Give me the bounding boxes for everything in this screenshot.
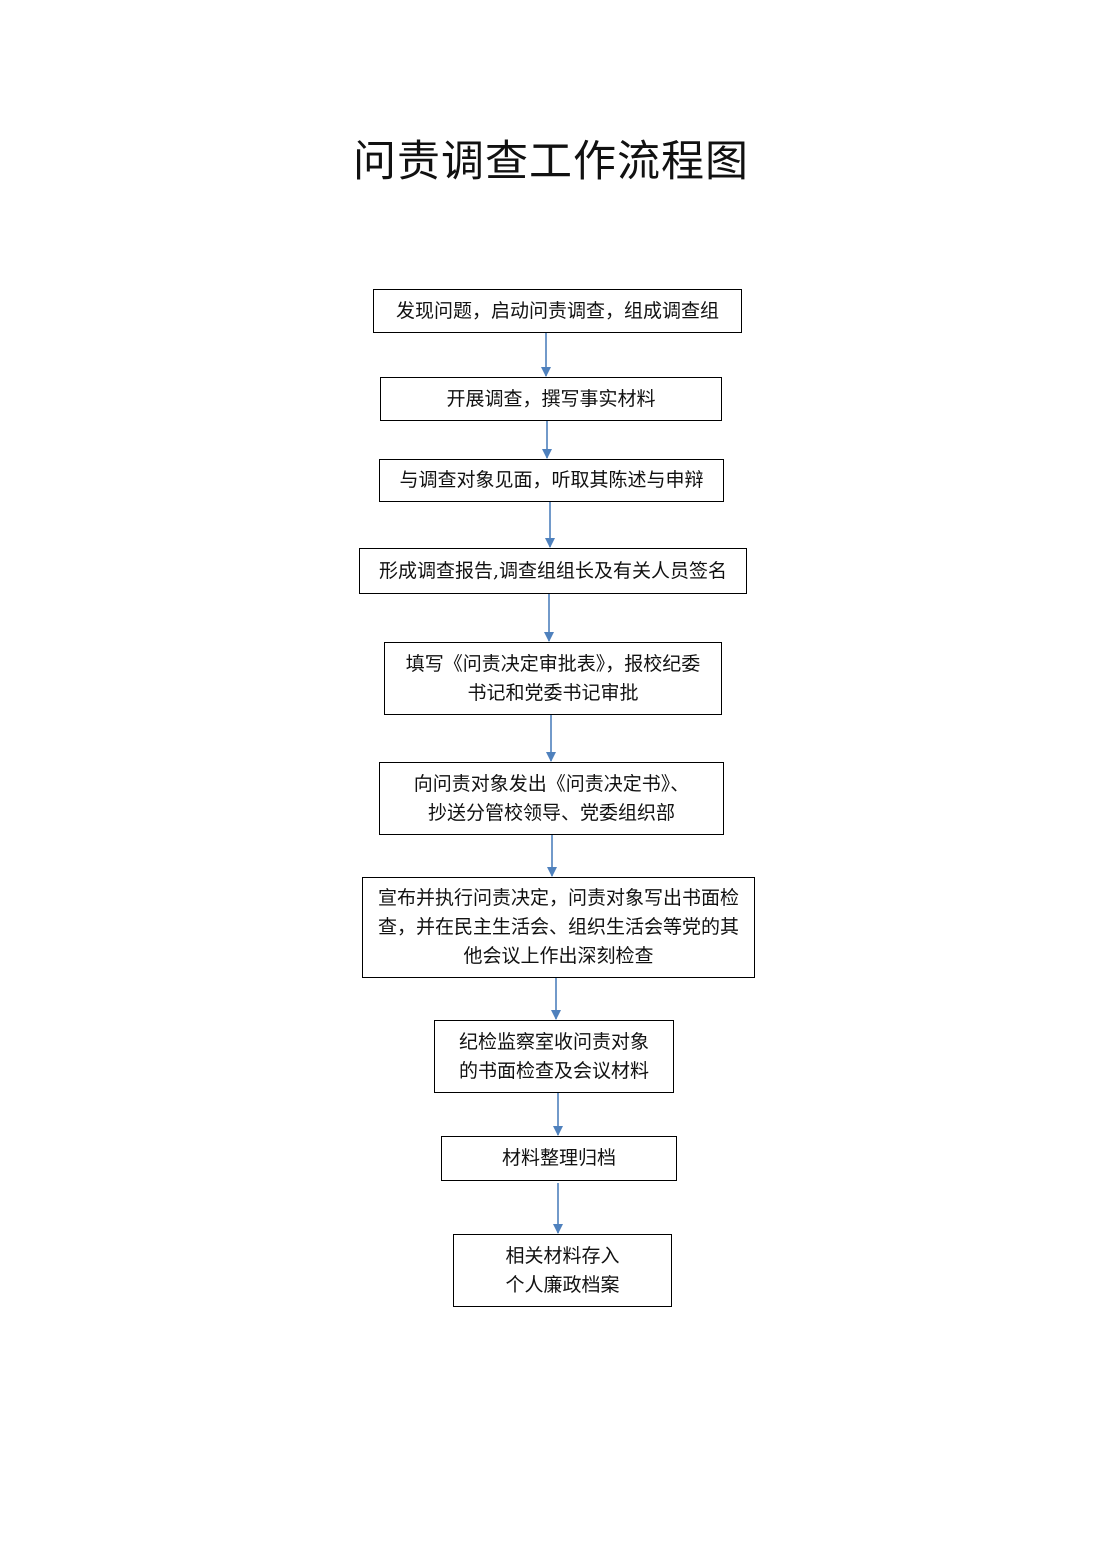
flow-step-9-text: 材料整理归档 — [501, 1147, 616, 1169]
flow-step-3: 与调查对象见面，听取其陈述与申辩 — [379, 459, 724, 502]
flow-step-10: 相关材料存入 个人廉政档案 — [453, 1234, 672, 1307]
flow-step-1-text: 发现问题，启动问责调查，组成调查组 — [395, 299, 719, 322]
flow-step-5-text: 填写《问责决定审批表》，报校纪委 书记和党委书记审批 — [405, 652, 701, 704]
flow-step-7: 宣布并执行问责决定，问责对象写出书面检 查，并在民主生活会、组织生活会等党的其 … — [362, 877, 755, 978]
flow-step-6: 向问责对象发出《问责决定书》、 抄送分管校领导、党委组织部 — [379, 762, 724, 835]
diagram-title: 问责调查工作流程图 — [353, 137, 749, 187]
flow-step-8-text: 纪检监察室收问责对象 的书面检查及会议材料 — [458, 1030, 649, 1082]
flow-step-3-text: 与调查对象见面，听取其陈述与申辩 — [399, 469, 704, 491]
flow-step-6-text: 向问责对象发出《问责决定书》、 抄送分管校领导、党委组织部 — [413, 772, 690, 824]
flow-step-2: 开展调查，撰写事实材料 — [380, 377, 722, 421]
flow-step-7-text: 宣布并执行问责决定，问责对象写出书面检 查，并在民主生活会、组织生活会等党的其 … — [377, 887, 739, 967]
flow-step-4: 形成调查报告,调查组组长及有关人员签名 — [359, 548, 747, 594]
flow-step-2-text: 开展调查，撰写事实材料 — [446, 387, 656, 410]
flow-step-1: 发现问题，启动问责调查，组成调查组 — [373, 289, 742, 333]
flow-step-10-text: 相关材料存入 个人廉政档案 — [505, 1244, 620, 1296]
flow-step-4-text: 形成调查报告,调查组组长及有关人员签名 — [378, 559, 728, 582]
flow-step-8: 纪检监察室收问责对象 的书面检查及会议材料 — [434, 1020, 674, 1093]
flow-step-5: 填写《问责决定审批表》，报校纪委 书记和党委书记审批 — [384, 642, 722, 715]
flow-step-9: 材料整理归档 — [441, 1136, 677, 1181]
